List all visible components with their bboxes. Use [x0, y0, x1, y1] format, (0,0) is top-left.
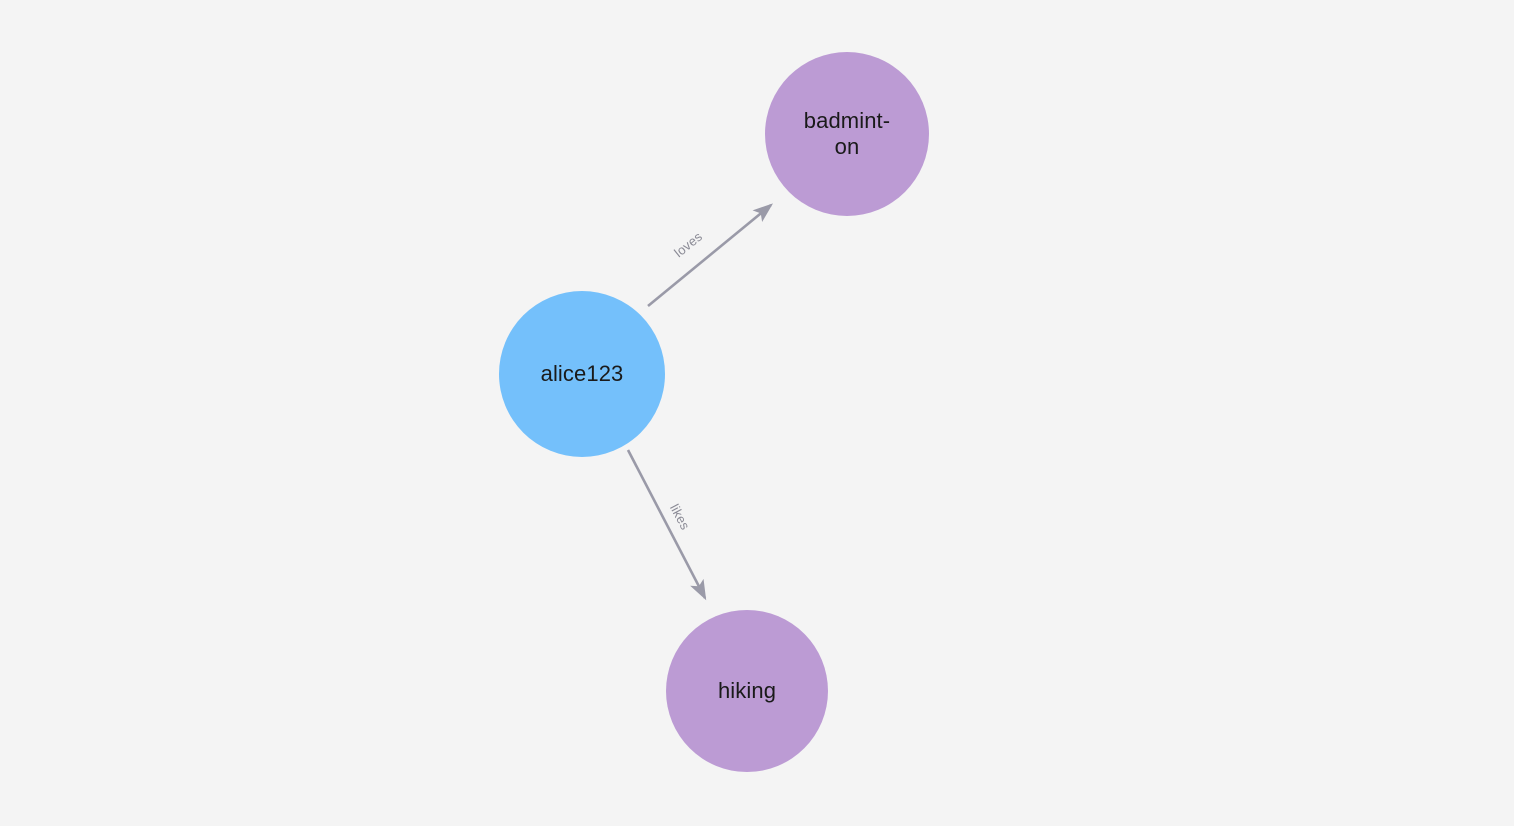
- edge-line: [626, 449, 707, 601]
- edge-alice-likes-hiking[interactable]: likes: [626, 449, 707, 601]
- edge-label-likes: likes: [667, 501, 693, 532]
- node-label-hiking: hiking: [717, 678, 777, 704]
- node-label-alice123: alice123: [540, 361, 624, 387]
- edge-label-loves: loves: [671, 229, 705, 261]
- edge-alice-loves-badminton[interactable]: loves: [647, 203, 774, 308]
- edge-line: [647, 203, 774, 308]
- node-label-badminton-line2: on: [834, 134, 860, 159]
- graph-node-hiking[interactable]: hiking: [666, 610, 828, 772]
- node-label-badminton: badmint- on: [798, 108, 896, 159]
- graph-node-alice123[interactable]: alice123: [499, 291, 665, 457]
- node-label-badminton-line1: badmint-: [803, 108, 891, 134]
- graph-node-badminton[interactable]: badmint- on: [765, 52, 929, 216]
